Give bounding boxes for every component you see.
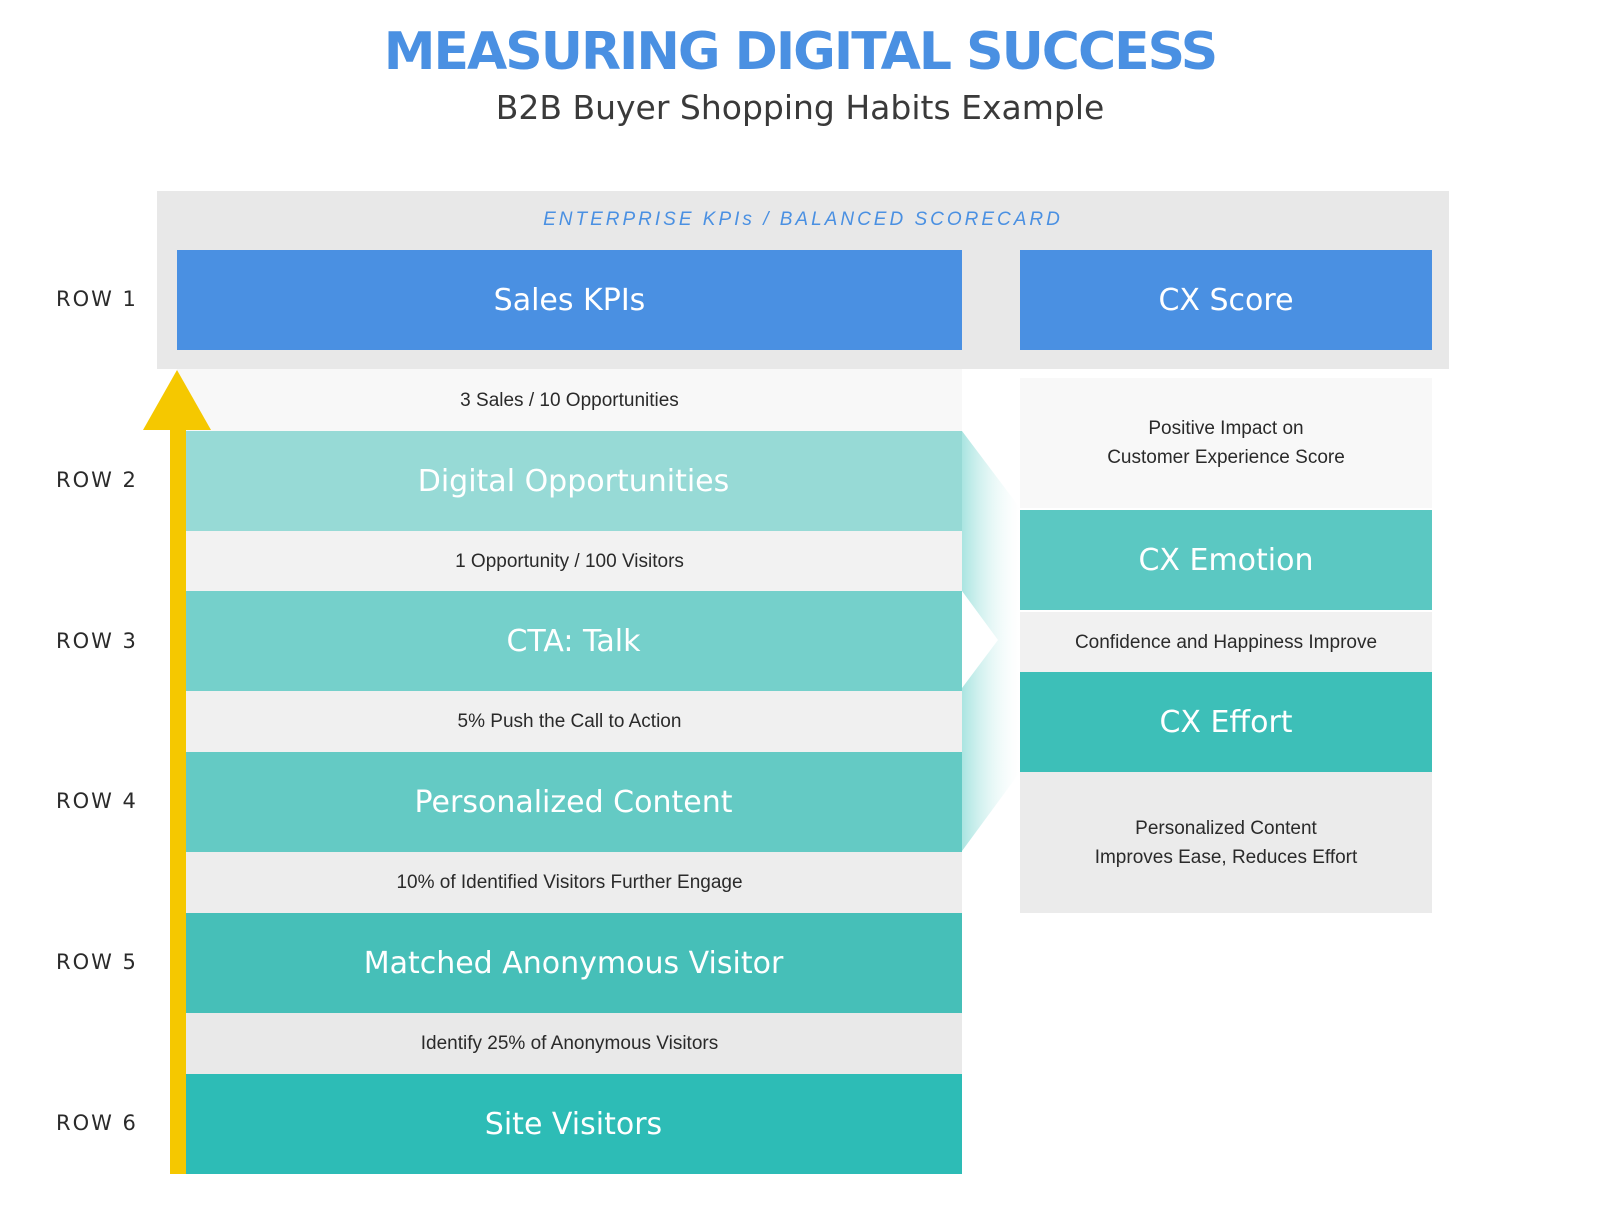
- site-visitors-box: Site Visitors: [185, 1074, 962, 1174]
- scorecard-label: ENTERPRISE KPIs / BALANCED SCORECARD: [543, 209, 1063, 230]
- digital-opportunities-box: Digital Opportunities: [185, 431, 962, 531]
- row-label-5: ROW 5: [56, 950, 138, 974]
- cx-emotion-box: CX Emotion: [1020, 510, 1432, 610]
- arrow-head: [143, 370, 211, 430]
- page-subtitle: B2B Buyer Shopping Habits Example: [495, 88, 1105, 127]
- connector-shape-lower: [962, 610, 1020, 851]
- connector-sales-opportunities: 3 Sales / 10 Opportunities: [177, 369, 962, 431]
- cx-effort-note: Personalized Content Improves Ease, Redu…: [1020, 772, 1432, 913]
- cx-score-impact-note: Positive Impact on Customer Experience S…: [1020, 378, 1432, 508]
- connector-push-cta: 5% Push the Call to Action: [177, 691, 962, 752]
- cx-score-impact-line-1: Positive Impact on: [1148, 418, 1304, 439]
- cx-score-box: CX Score: [1020, 250, 1432, 350]
- cx-effort-note-line-2: Improves Ease, Reduces Effort: [1094, 846, 1358, 868]
- matched-anonymous-visitor-box: Matched Anonymous Visitor: [185, 913, 962, 1013]
- cx-emotion-note: Confidence and Happiness Improve: [1020, 612, 1432, 672]
- cx-score-impact-line-2: Customer Experience Score: [1107, 447, 1345, 468]
- arrow-shaft: [170, 428, 186, 1174]
- page-title: MEASURING DIGITAL SUCCESS: [383, 22, 1218, 82]
- connector-further-engage: 10% of Identified Visitors Further Engag…: [177, 852, 962, 913]
- cx-effort-box: CX Effort: [1020, 672, 1432, 772]
- cta-talk-box: CTA: Talk: [185, 591, 962, 691]
- row-label-4: ROW 4: [56, 789, 138, 813]
- row-label-1: ROW 1: [56, 287, 138, 311]
- row-label-6: ROW 6: [56, 1111, 138, 1135]
- cx-effort-note-line-1: Personalized Content: [1135, 817, 1317, 839]
- connector-identify-visitors: Identify 25% of Anonymous Visitors: [177, 1013, 962, 1074]
- personalized-content-box: Personalized Content: [185, 752, 962, 852]
- row-label-3: ROW 3: [56, 629, 138, 653]
- connector-opportunity-visitors: 1 Opportunity / 100 Visitors: [177, 531, 962, 591]
- sales-kpis-box: Sales KPIs: [177, 250, 962, 350]
- upward-arrow-icon: [143, 370, 211, 1174]
- row-label-2: ROW 2: [56, 468, 138, 492]
- connector-shape-upper: [962, 431, 1020, 640]
